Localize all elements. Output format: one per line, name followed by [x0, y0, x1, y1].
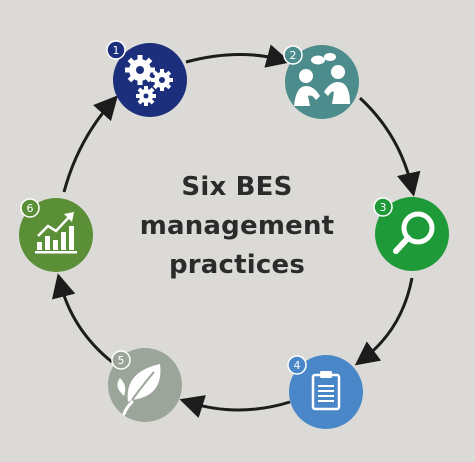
- step-6-badge: [20, 198, 40, 218]
- step-3-number: 3: [380, 201, 387, 214]
- step-5-number: 5: [118, 354, 125, 367]
- step-3: 3: [373, 197, 449, 271]
- arrow-1-to-2: [185, 44, 291, 68]
- step-6-number: 6: [27, 202, 34, 215]
- arrow-6-to-1: [62, 95, 118, 193]
- arrow-2-to-3: [358, 96, 421, 197]
- step-2: 2: [283, 45, 359, 119]
- step-2-number: 2: [290, 49, 297, 62]
- title-line-3: practices: [168, 250, 306, 280]
- step-4-number: 4: [294, 359, 301, 372]
- step-5: 5: [108, 348, 182, 422]
- gears-icon: [125, 55, 173, 106]
- diagram-title: Six BES management practices: [112, 168, 362, 285]
- step-3-badge: [373, 197, 393, 217]
- arrow-4-to-5: [179, 395, 291, 418]
- step-6: 6: [19, 198, 93, 272]
- magnifier-icon: [393, 211, 435, 254]
- growth-chart-icon: [35, 212, 77, 254]
- step-1: 1: [106, 40, 187, 117]
- leaf-icon: [117, 364, 161, 416]
- step-4: 4: [287, 355, 363, 429]
- arrow-3-to-4: [354, 277, 414, 366]
- step-4-badge: [287, 355, 307, 375]
- arrow-5-to-6: [52, 273, 113, 364]
- clipboard-icon: [311, 371, 341, 411]
- title-line-1: Six BES: [181, 172, 293, 202]
- step-1-badge: [106, 40, 126, 60]
- step-1-number: 1: [113, 44, 120, 57]
- title-line-2: management: [139, 211, 335, 241]
- people-meeting-icon: [294, 53, 350, 106]
- step-5-badge: [111, 350, 131, 370]
- step-2-badge: [283, 45, 303, 65]
